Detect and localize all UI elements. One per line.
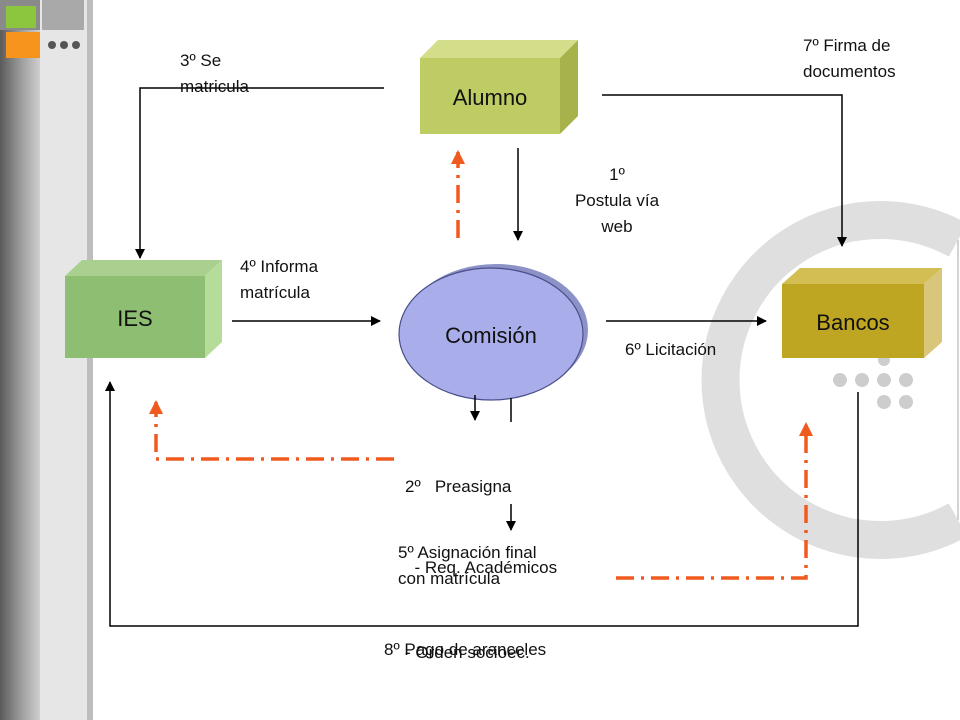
node-ies-label: IES (117, 306, 152, 331)
step3-label: 3º Se matricula (180, 48, 249, 100)
node-bancos: Bancos (782, 268, 942, 358)
step7-label: 7º Firma de documentos (803, 33, 896, 85)
step1-line2: Postula vía (574, 191, 660, 210)
node-alumno-label: Alumno (453, 85, 528, 110)
arrow-step8 (105, 381, 859, 627)
step7-line1: 7º Firma de (803, 36, 891, 55)
step5-label: 5º Asignación final con matrícula (398, 540, 537, 592)
node-comision-label: Comisión (445, 323, 537, 348)
step1-label: 1º Postula vía web (560, 162, 674, 240)
step3-line2: matricula (180, 77, 249, 96)
node-ies: IES (65, 260, 222, 358)
step2-line1: 2º Preasigna (405, 477, 512, 496)
dashed-arrow-to-bancos (616, 422, 813, 580)
step2-line2: - Req. Académicos (405, 558, 558, 577)
arrows (105, 87, 859, 627)
node-alumno: Alumno (420, 40, 578, 134)
step7-line2: documentos (803, 62, 896, 81)
step5-line2: con matrícula (398, 569, 501, 588)
node-bancos-label: Bancos (816, 310, 889, 335)
step6-label: 6º Licitación (625, 340, 717, 359)
template-decoration-left (0, 0, 93, 720)
dashed-arrows (149, 150, 813, 580)
step1-line1: 1º (609, 165, 625, 184)
node-comision: Comisión (398, 264, 588, 401)
step1-line3: web (601, 217, 633, 236)
step8-label: 8º Pago de aranceles (384, 640, 547, 659)
step4-line1: 4º Informa (240, 257, 319, 276)
dashed-arrow-to-ies (149, 400, 394, 461)
step3-line1: 3º Se (180, 51, 222, 70)
step4-line2: matrícula (240, 283, 310, 302)
step2-line3: - Orden socioec. (405, 643, 530, 662)
arrow-step7 (602, 94, 847, 247)
step5-line1: 5º Asignación final (398, 543, 537, 562)
arrow-step3 (135, 87, 384, 259)
step2-label: 2º Preasigna - Req. Académicos - Orden s… (405, 419, 557, 693)
step4-label: 4º Informa matrícula (240, 254, 318, 306)
